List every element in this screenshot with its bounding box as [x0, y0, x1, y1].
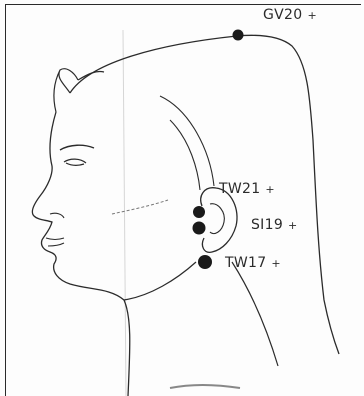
lips — [46, 238, 64, 246]
tw21-point — [193, 206, 205, 218]
ear-outline — [201, 188, 237, 253]
nostril — [50, 213, 64, 218]
jaw-line — [124, 262, 196, 300]
gv20-plus: + — [307, 9, 317, 22]
face-profile — [32, 112, 129, 396]
scan-streak — [123, 30, 126, 396]
tw21-name: TW21 — [219, 181, 260, 197]
si19-label: SI19 + — [251, 218, 298, 232]
tw21-plus: + — [265, 183, 275, 196]
eyebrow — [60, 145, 94, 150]
hair-strand — [160, 96, 214, 190]
gv20-name: GV20 — [263, 7, 302, 23]
hair-outline — [70, 35, 339, 354]
tw17-name: TW17 — [225, 255, 266, 271]
tw17-plus: + — [271, 257, 281, 270]
neck-line — [232, 262, 278, 366]
gv20-point — [233, 30, 244, 41]
hairline-front — [54, 69, 104, 112]
collar-mark — [170, 385, 240, 388]
tw17-label: TW17 + — [225, 256, 281, 270]
si19-plus: + — [288, 219, 298, 232]
cheek-line — [112, 200, 168, 214]
tw17-point — [198, 255, 212, 269]
eye — [64, 159, 86, 165]
ear-inner — [210, 204, 224, 234]
si19-point — [193, 222, 206, 235]
gv20-label: GV20 + — [263, 8, 317, 22]
si19-name: SI19 — [251, 217, 283, 233]
tw21-label: TW21 + — [219, 182, 275, 196]
